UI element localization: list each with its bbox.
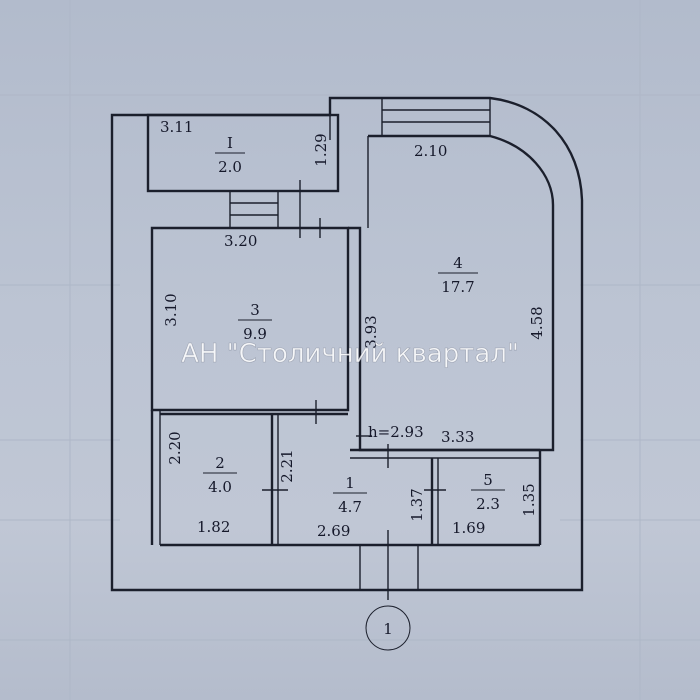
room-number-2: 2 [215, 454, 225, 472]
watermark: АН "Столичний квартал" [181, 339, 519, 369]
dim-room3-width: 3.20 [224, 232, 257, 250]
dim-room4-left: 3.93 [362, 315, 380, 348]
room-number-1: 1 [345, 474, 355, 492]
room-number-3: 3 [250, 301, 260, 319]
dim-room2-width: 1.82 [197, 518, 230, 536]
dim-room3-depth: 3.10 [162, 293, 180, 326]
dim-room2-depth: 2.20 [166, 431, 184, 464]
room-4-outline [348, 134, 555, 452]
dim-room4-right: 4.58 [528, 306, 546, 339]
room-number-4: 4 [453, 254, 463, 272]
dim-room4-top: 2.10 [414, 142, 447, 160]
dimension-labels: 3.11 1.29 2.10 3.20 3.10 3.93 4.58 h=2.9… [160, 118, 546, 540]
dim-room1-right: 1.37 [408, 488, 426, 521]
room-number-balcony-I: I [227, 134, 233, 152]
dim-room1-left: 2.21 [278, 449, 296, 482]
room-3-outline [150, 218, 350, 412]
entrance: 1 [359, 530, 419, 651]
room-number-5: 5 [483, 471, 493, 489]
dim-room5-depth: 1.35 [520, 483, 538, 516]
stair-top [381, 97, 491, 137]
entrance-marker-circle [365, 605, 411, 651]
dim-balcony-depth: 1.29 [312, 133, 330, 166]
stair-middle [229, 180, 301, 238]
room-area-2: 4.0 [208, 478, 232, 496]
room-area-1: 4.7 [338, 498, 362, 516]
dim-room4-bottom: 3.33 [441, 428, 474, 446]
dim-room1-width: 2.69 [317, 522, 350, 540]
dim-room5-width: 1.69 [452, 519, 485, 537]
dim-balcony-width: 3.11 [160, 118, 193, 136]
room-area-3: 9.9 [243, 325, 267, 343]
room-area-4: 17.7 [441, 278, 474, 296]
room-area-balcony-I: 2.0 [218, 158, 242, 176]
entrance-marker: 1 [383, 620, 393, 638]
room-area-5: 2.3 [476, 495, 500, 513]
partitions [150, 400, 542, 547]
ceiling-height: h=2.93 [368, 423, 424, 441]
room-labels: I 2.0 3 9.9 4 17.7 2 4.0 1 4.7 5 2.3 [203, 134, 505, 516]
